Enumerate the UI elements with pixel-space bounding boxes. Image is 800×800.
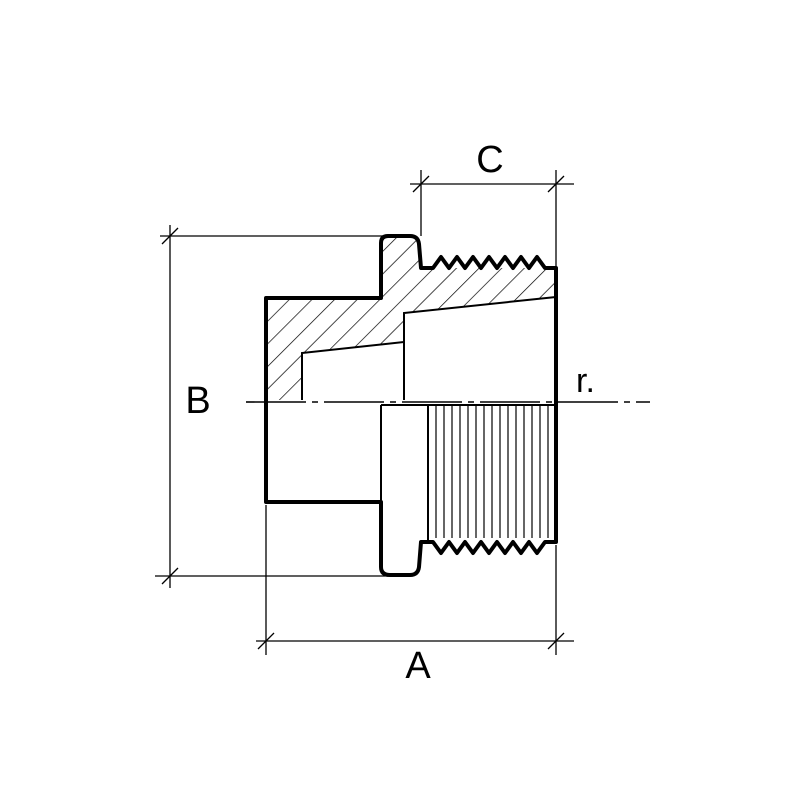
inner-taper-upper: [302, 342, 404, 400]
part-outline: [264, 234, 558, 402]
dim-b-label: B: [185, 380, 210, 422]
internal-thread-lines: [435, 405, 549, 538]
dim-b-tick-bottom: [161, 567, 179, 585]
dim-a-tick-left: [257, 632, 275, 650]
dim-c-tick-left: [412, 175, 430, 193]
dim-c-label: C: [476, 139, 503, 181]
dim-c-tick-right: [547, 175, 565, 193]
section-hatching: [266, 236, 556, 400]
part-outline-lower: [264, 398, 558, 577]
dim-a-label: A: [405, 645, 431, 687]
dim-a-tick-right: [547, 632, 565, 650]
dim-b-tick-top: [161, 227, 179, 245]
inner-bore-upper: [404, 297, 556, 400]
thread-r-label: r.: [576, 362, 595, 400]
